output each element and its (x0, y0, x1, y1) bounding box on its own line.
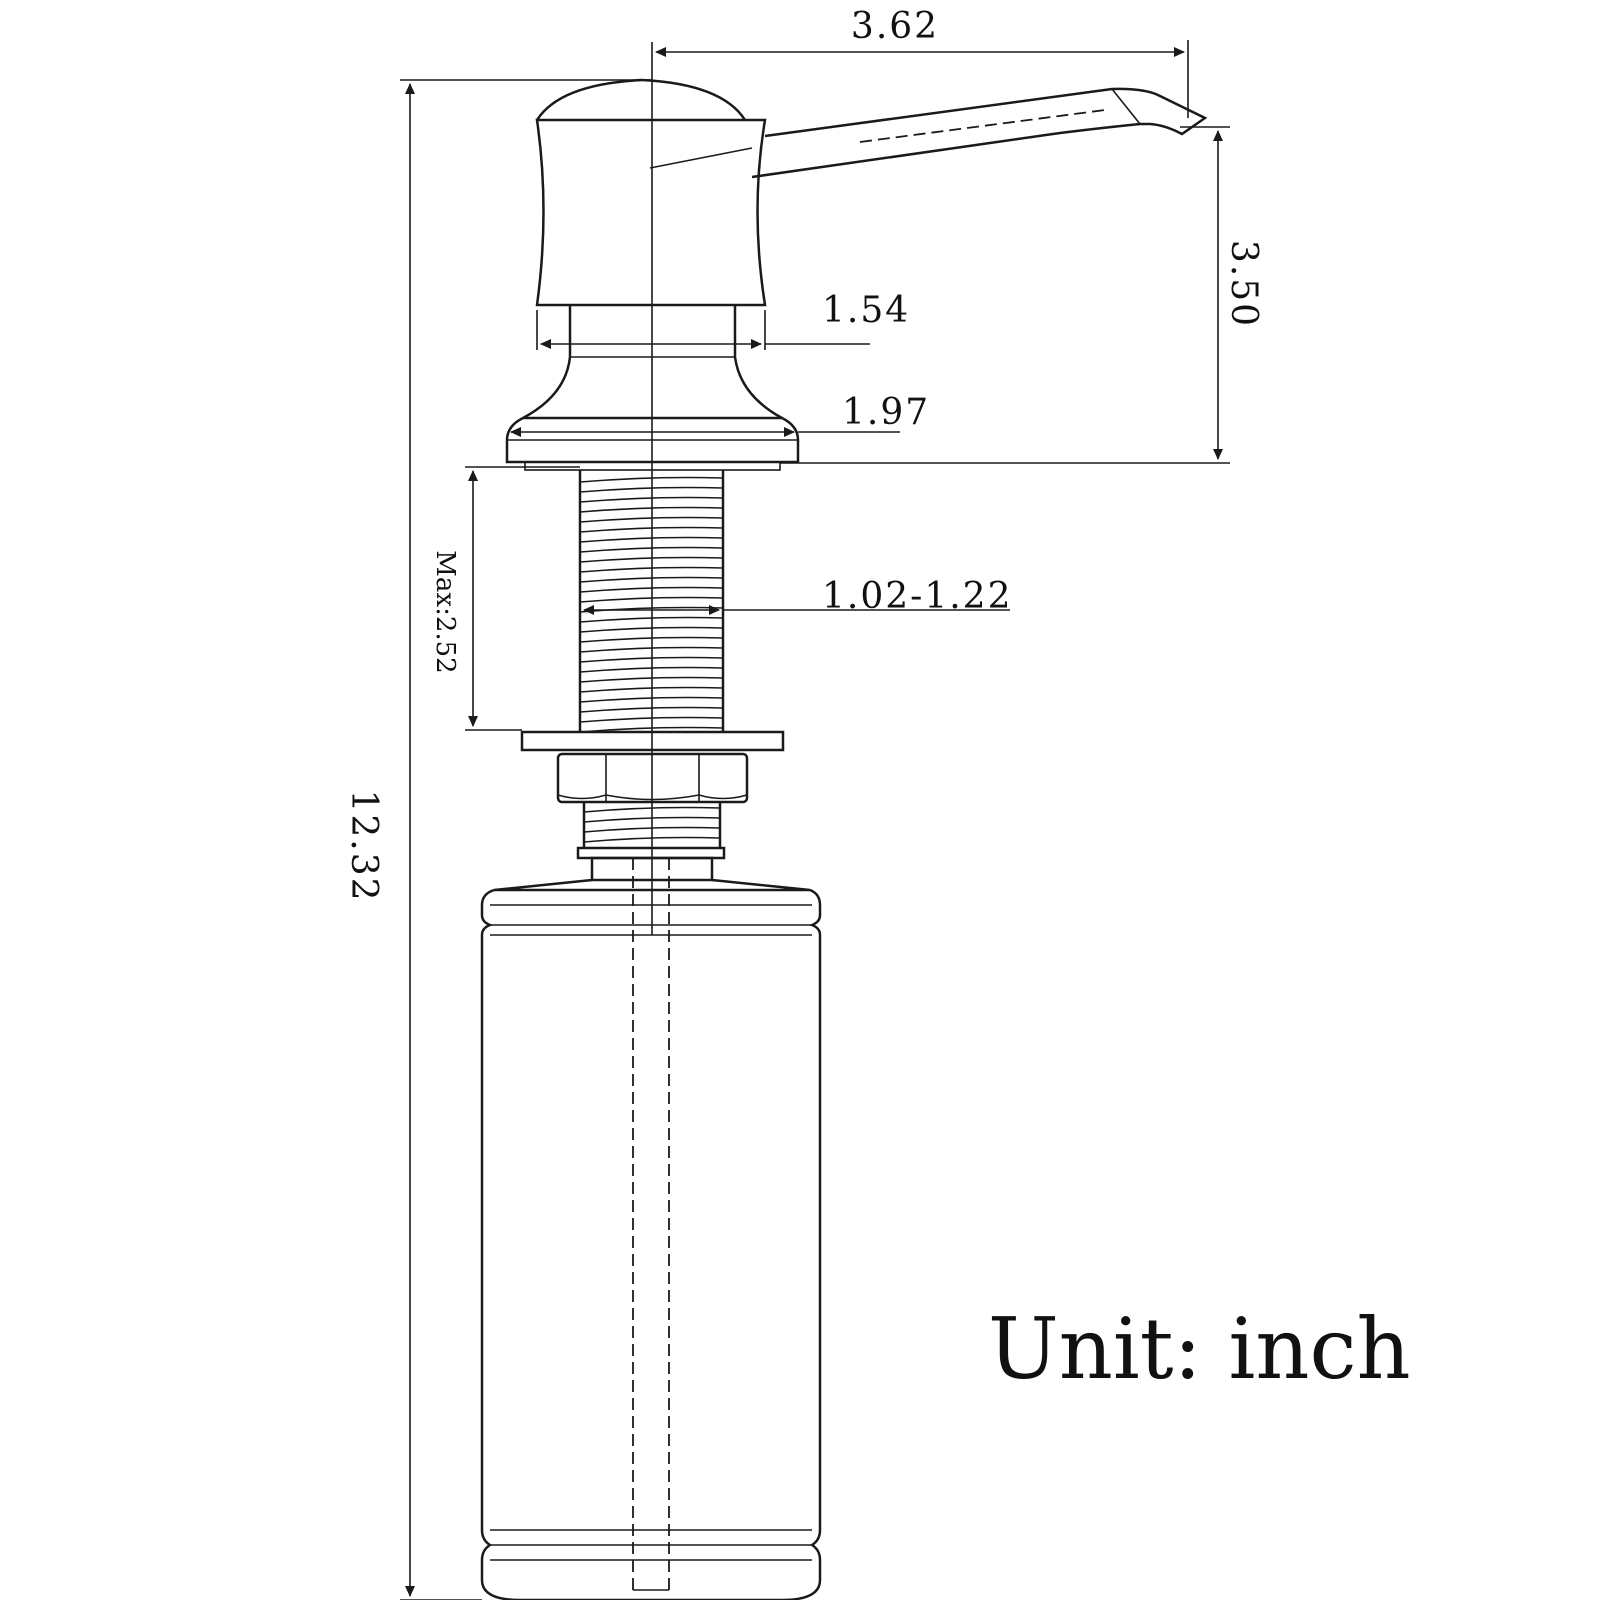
pump-head (535, 78, 767, 307)
spout-reach-label: 3.62 (851, 6, 939, 47)
spout-reach-dimension: 3.62 (655, 6, 1189, 118)
total-height-dimension: 12.32 (343, 79, 652, 1600)
spout-height-dimension: 3.50 (780, 126, 1264, 464)
max-counter-label: Max:2.52 (430, 550, 460, 673)
unit-label: Unit: inch (988, 1300, 1411, 1398)
total-height-label: 12.32 (343, 789, 384, 902)
max-counter-dimension: Max:2.52 (430, 466, 580, 731)
spout-height-label: 3.50 (1223, 240, 1264, 328)
flange-label: 1.97 (842, 392, 930, 433)
shank-dimension: 1.02-1.22 (583, 576, 1012, 617)
soap-bottle (480, 888, 822, 1600)
shank-label: 1.02-1.22 (822, 576, 1012, 617)
suction-tube (632, 858, 670, 1591)
lower-threads (576, 802, 726, 860)
pump-head-label: 1.54 (822, 290, 910, 331)
flange-dimension: 1.97 (510, 392, 930, 437)
pump-head-dimension: 1.54 (536, 290, 910, 350)
spout (649, 87, 1208, 179)
